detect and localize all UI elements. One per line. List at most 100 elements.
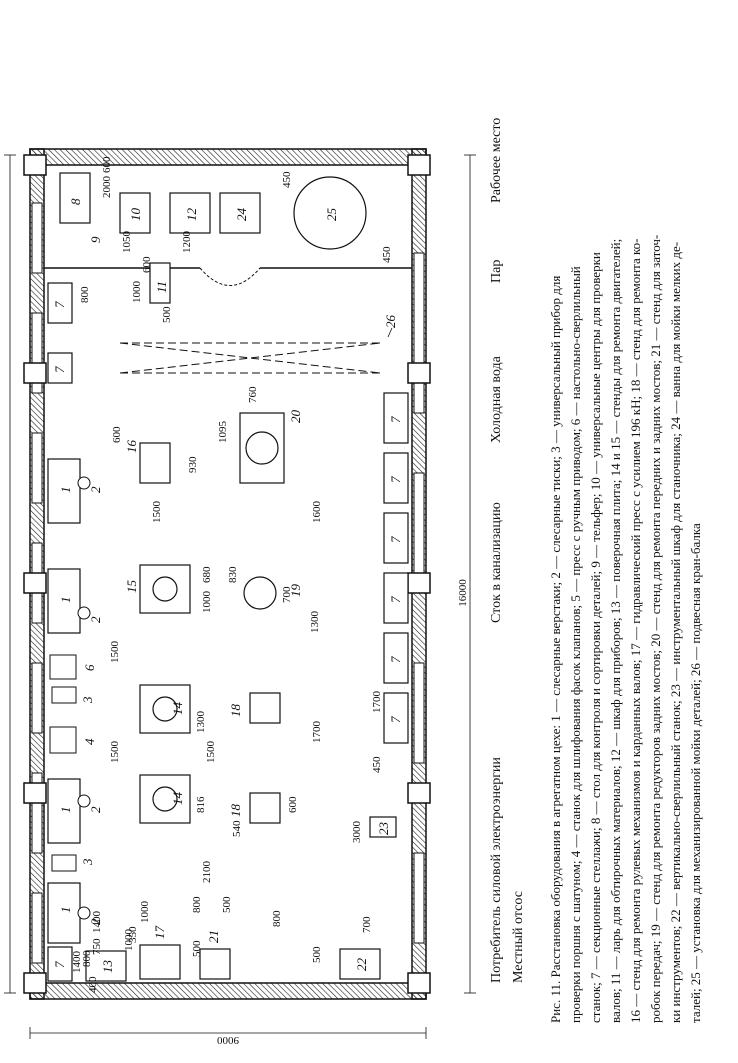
dim: 1300 bbox=[195, 711, 207, 734]
dim: 1600 bbox=[311, 501, 323, 524]
dim: 800 bbox=[271, 910, 283, 927]
label-10: 10 bbox=[128, 208, 143, 222]
dim: 540 bbox=[231, 820, 243, 837]
legend-workplace: Рабочее место bbox=[489, 118, 504, 203]
label-7: 7 bbox=[388, 536, 403, 543]
label-4: 4 bbox=[82, 738, 97, 745]
dim: 500 bbox=[221, 896, 233, 913]
label-11: 11 bbox=[154, 281, 169, 293]
dimension-labels: 2000 600 1050 1200 450 450 600 1000 500 … bbox=[71, 156, 393, 993]
dim: 500 bbox=[161, 306, 173, 323]
left-end-equipment bbox=[47, 816, 397, 982]
drilling-machine-22 bbox=[339, 948, 381, 980]
dim: 2000 bbox=[101, 176, 113, 199]
rack-7 bbox=[47, 282, 73, 324]
label-9: 9 bbox=[88, 236, 103, 243]
dim: 1000 bbox=[139, 901, 151, 924]
dim: 760 bbox=[247, 386, 259, 403]
hydraulic-press-17 bbox=[139, 944, 181, 980]
dim: 1700 bbox=[371, 691, 383, 714]
legend-exhaust: Местный отсос bbox=[511, 891, 526, 983]
crane-beam-26 bbox=[119, 342, 381, 374]
dim: 700 bbox=[281, 586, 293, 603]
repair-stands bbox=[139, 412, 285, 610]
label-7: 7 bbox=[388, 656, 403, 663]
label-7: 7 bbox=[52, 366, 67, 373]
label-24: 24 bbox=[234, 208, 249, 222]
label-1: 1 bbox=[58, 597, 73, 604]
label-7: 7 bbox=[388, 476, 403, 483]
label-2: 2 bbox=[88, 486, 103, 493]
piston-tester-3 bbox=[51, 686, 77, 704]
dim: 1400 bbox=[91, 911, 103, 934]
dim: 450 bbox=[281, 171, 293, 188]
workbench-1 bbox=[47, 568, 81, 634]
dim: 1400 bbox=[71, 951, 83, 974]
label-8: 8 bbox=[68, 198, 83, 205]
legend: Потребитель силовой электроэнергии Местн… bbox=[489, 118, 526, 983]
drill-6 bbox=[49, 654, 77, 680]
caption-line-4: 16 — стенд для ремонта рулевых механизмо… bbox=[628, 238, 643, 1023]
dim: 816 bbox=[195, 796, 207, 813]
dim: 1500 bbox=[151, 501, 163, 524]
control-table-8 bbox=[59, 172, 91, 224]
label-2: 2 bbox=[88, 806, 103, 813]
caption-line-6: ки инструментов; 22 — вертикально-сверли… bbox=[668, 242, 683, 1023]
dim: 1000 bbox=[201, 591, 213, 614]
dim: 3000 bbox=[351, 821, 363, 844]
dim: 450 bbox=[381, 246, 393, 263]
dim-overall-length: 16000 bbox=[457, 579, 469, 607]
dim: 400 bbox=[87, 976, 99, 993]
shaft-centers-10 bbox=[119, 192, 151, 234]
label-14: 14 bbox=[170, 702, 185, 716]
vices-2 bbox=[77, 476, 91, 920]
dim: 800 bbox=[191, 896, 203, 913]
dim: 1095 bbox=[217, 421, 229, 444]
engine-stands bbox=[139, 564, 191, 824]
wall-top bbox=[29, 148, 427, 166]
label-1: 1 bbox=[58, 807, 73, 814]
label-20: 20 bbox=[288, 410, 303, 424]
washing-unit-25 bbox=[293, 176, 367, 250]
sharpening-stand-21 bbox=[199, 948, 231, 980]
label-3: 3 bbox=[80, 696, 95, 704]
label-7: 7 bbox=[52, 301, 67, 308]
workbenches-1 bbox=[47, 458, 81, 944]
piston-tester-3 bbox=[51, 854, 77, 872]
legend-cold-water: Холодная вода bbox=[489, 355, 504, 443]
label-7: 7 bbox=[388, 716, 403, 723]
dim: 600 bbox=[101, 156, 113, 173]
steering-stand-16 bbox=[139, 442, 171, 484]
reducer-stand-19 bbox=[243, 576, 277, 610]
tool-cabinet-23 bbox=[369, 816, 397, 838]
label-14: 14 bbox=[170, 792, 185, 806]
windows-left bbox=[31, 202, 43, 964]
label-12: 12 bbox=[184, 208, 199, 222]
label-25: 25 bbox=[324, 208, 339, 222]
dim: 500 bbox=[191, 940, 203, 957]
label-18: 18 bbox=[228, 704, 243, 718]
cabinet-12 bbox=[169, 192, 211, 234]
caption-line-5: робок передач; 19 — стенд для ремонта ре… bbox=[648, 235, 663, 1023]
caption-line-1: проверки поршня с шатуном; 4 — станок дл… bbox=[568, 266, 583, 1023]
dim: 800 bbox=[79, 286, 91, 303]
dim: 1500 bbox=[205, 741, 217, 764]
label-7: 7 bbox=[388, 596, 403, 603]
overall-dimensions bbox=[4, 154, 476, 1039]
workbench-1 bbox=[47, 778, 81, 844]
small-equipment bbox=[49, 654, 77, 872]
dim: 1000 bbox=[131, 281, 143, 304]
dim: 350 bbox=[127, 926, 139, 943]
label-23: 23 bbox=[376, 822, 391, 836]
valve-grinder-4 bbox=[49, 726, 77, 754]
caption: Рис. 11. Расстановка оборудования в агре… bbox=[548, 235, 703, 1023]
label-1: 1 bbox=[58, 907, 73, 914]
dim: 450 bbox=[371, 756, 383, 773]
wash-area bbox=[47, 172, 367, 384]
dim: 1500 bbox=[109, 741, 121, 764]
building-walls bbox=[23, 148, 431, 1000]
dim: 680 bbox=[201, 566, 213, 583]
caption-line-0: Рис. 11. Расстановка оборудования в агре… bbox=[548, 276, 563, 1023]
